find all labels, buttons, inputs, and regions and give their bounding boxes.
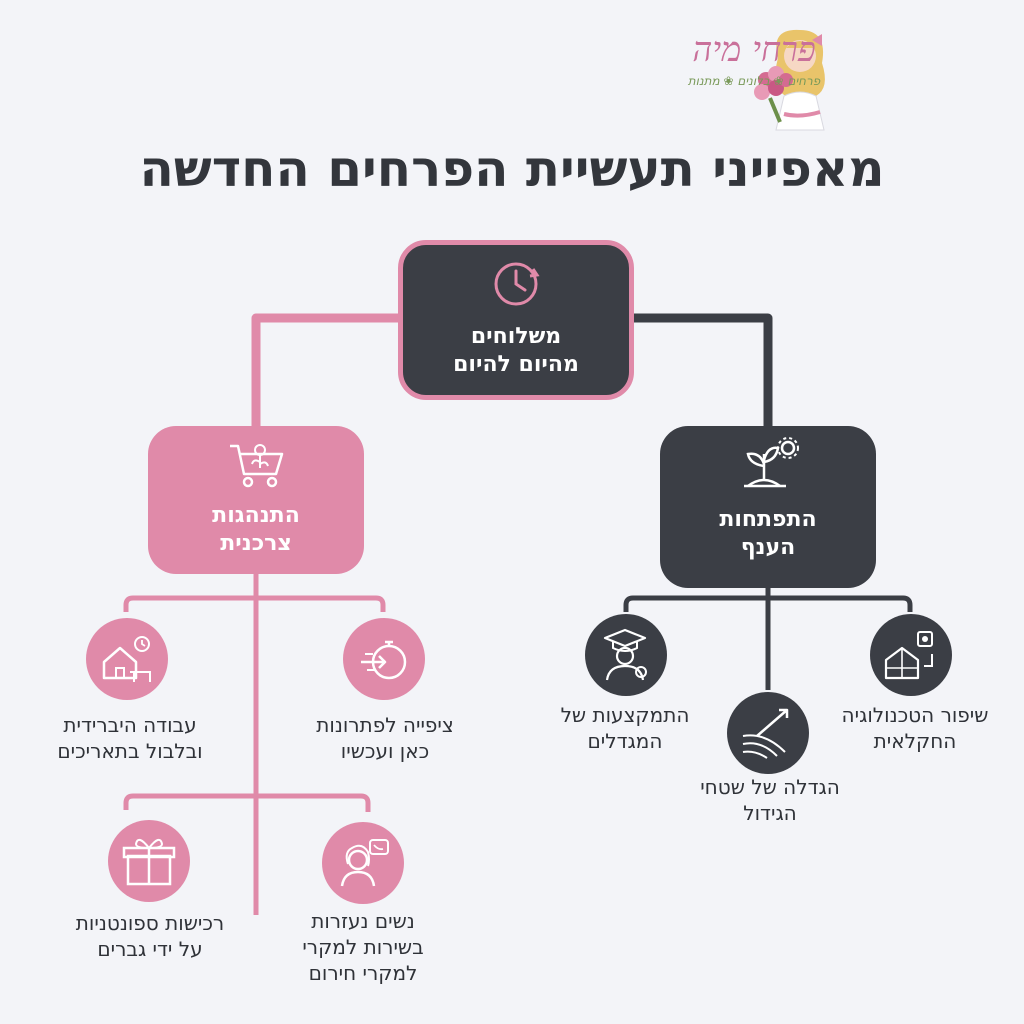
- emergency-service-label: נשים נעזרות בשירות למקרי למקרי חירום: [302, 909, 424, 985]
- area-growth-circle: [727, 692, 809, 774]
- hybrid-work-label: עבודה היברידית ובלבול בתאריכים: [57, 713, 203, 763]
- professionalization-circle: [585, 614, 667, 696]
- consumer-behavior-node: התנהגות צרכנית: [148, 426, 364, 574]
- home-office-icon: [102, 636, 151, 682]
- hybrid-work-circle: [86, 618, 168, 700]
- field-growth-icon: [742, 708, 789, 759]
- emergency-service-circle: [322, 822, 404, 904]
- logo: [750, 18, 840, 133]
- area-growth-label: הגדלה של שטחי הגידול: [700, 775, 840, 825]
- spontaneous-purchases-circle: [108, 820, 190, 902]
- greenhouse-tech-icon: [884, 631, 933, 680]
- clock-icon: [494, 262, 540, 306]
- plant-gear-icon: [744, 437, 799, 488]
- florist-girl-icon: [754, 29, 825, 131]
- spontaneous-purchases-label: רכישות ספונטניות על ידי גברים: [75, 911, 225, 961]
- industry-development-label: התפתחות הענף: [719, 507, 817, 560]
- gift-icon: [122, 838, 176, 886]
- root-label: משלוחים מהיום להיום: [453, 324, 579, 377]
- woman-phone-icon: [340, 839, 389, 887]
- page-title: מאפייני תעשיית הפרחים החדשה: [139, 140, 885, 198]
- consumer-behavior-label: התנהגות צרכנית: [212, 503, 300, 556]
- root-node: משלוחים מהיום להיום: [398, 240, 634, 400]
- immediate-solutions-circle: [343, 618, 425, 700]
- logo-wordmark: פרחי מיה פרחים ❀ בלונים ❀ מתנות: [684, 30, 824, 88]
- agritech-circle: [870, 614, 952, 696]
- flower-cart-icon: [230, 444, 284, 488]
- professionalization-label: התמקצעות של המגדלים: [560, 703, 690, 753]
- logo-name: פרחי מיה: [692, 30, 816, 70]
- agritech-label: שיפור הטכנולוגיה החקלאית: [841, 703, 989, 753]
- stopwatch-icon: [361, 640, 407, 680]
- graduate-icon: [603, 628, 647, 681]
- immediate-solutions-label: ציפייה לפתרונות כאן ועכשיו: [316, 713, 454, 763]
- logo-tagline: פרחים ❀ בלונים ❀ מתנות: [687, 74, 821, 88]
- industry-development-node: התפתחות הענף: [660, 426, 876, 588]
